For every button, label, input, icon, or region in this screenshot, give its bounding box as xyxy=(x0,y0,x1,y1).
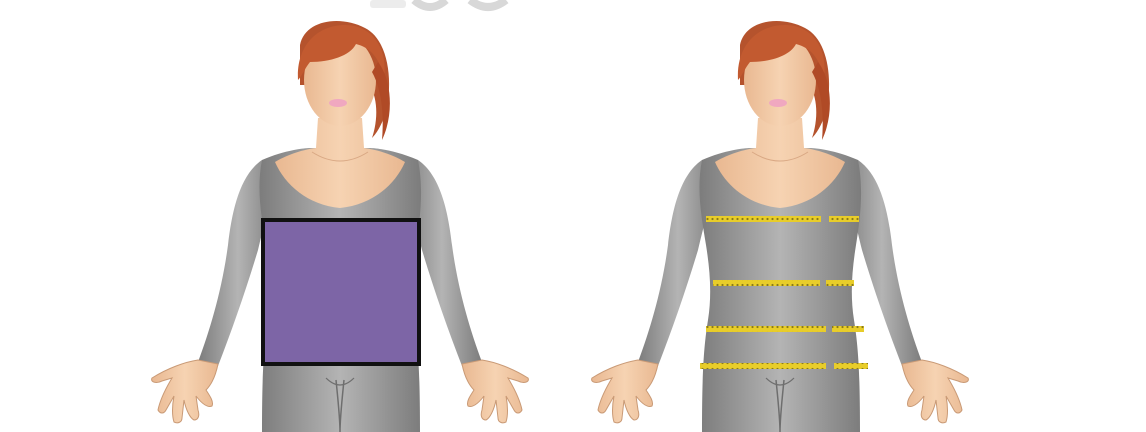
figure-left-rectangle-shape xyxy=(152,21,529,432)
high-hip-tape xyxy=(706,326,864,332)
figure-right-measurements xyxy=(592,21,969,432)
hip-tape xyxy=(700,363,868,369)
watermark-fragment xyxy=(370,0,506,8)
waist-tape xyxy=(713,280,854,286)
rectangle-overlay xyxy=(263,220,419,364)
bust-tape xyxy=(706,216,859,222)
